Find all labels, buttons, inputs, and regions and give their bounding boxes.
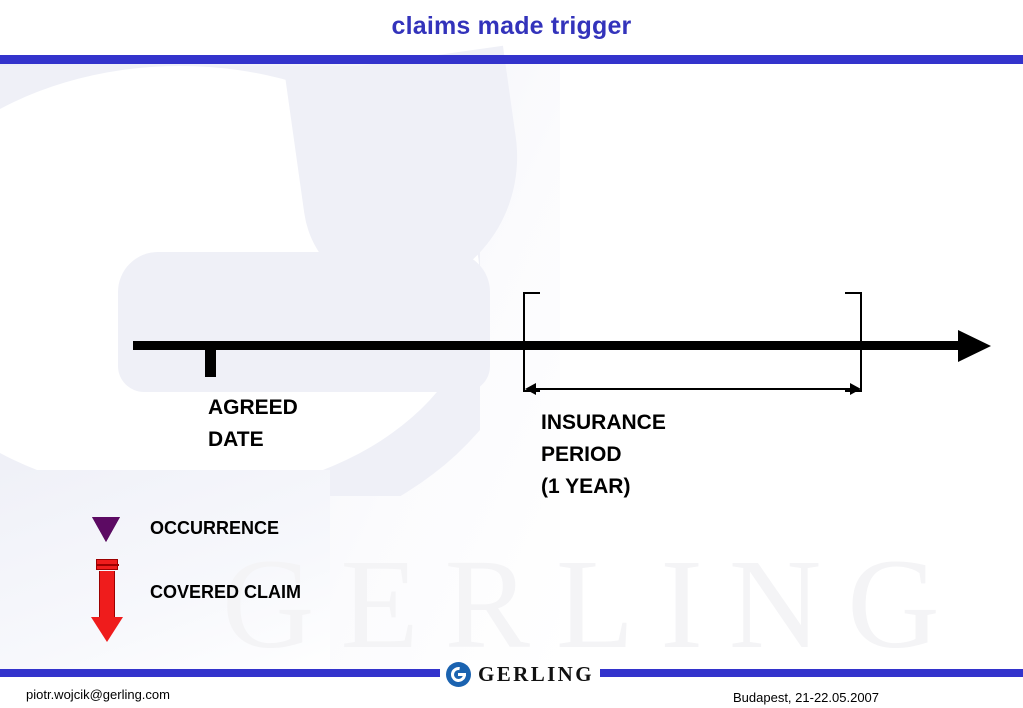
insurance-period-label: INSURANCE PERIOD (1 YEAR)	[541, 411, 666, 498]
footer-place-date: Budapest, 21-22.05.2007	[733, 690, 880, 705]
gerling-logo-text: GERLING	[478, 662, 594, 686]
gerling-swoosh-icon	[446, 662, 471, 687]
legend-label-occurrence: OCCURRENCE	[150, 518, 280, 538]
span-arrow-right-icon	[850, 383, 861, 395]
background-g-arm	[118, 252, 490, 392]
insurance-period-span-line	[534, 388, 857, 390]
agreed-date-tick	[205, 345, 216, 377]
span-arrow-left-icon	[525, 383, 536, 395]
background-g-tail	[285, 45, 535, 305]
gerling-watermark: GERLING	[222, 533, 966, 675]
footer-email: piotr.wojcik@gerling.com	[26, 687, 170, 702]
insurance-period-bracket-right	[845, 292, 862, 392]
gerling-logo: GERLING	[440, 660, 600, 689]
header-divider	[0, 55, 1023, 64]
claim-arrow-head	[91, 617, 123, 642]
claim-arrow-cap-line	[97, 564, 119, 566]
page-title: claims made trigger	[391, 12, 632, 40]
occurrence-triangle-icon	[92, 517, 120, 542]
legend-label-covered-claim: COVERED CLAIM	[150, 582, 302, 602]
claim-arrow-cap	[96, 559, 119, 570]
claim-arrow-shaft	[99, 571, 115, 618]
background-bottom-wash	[0, 470, 330, 676]
timeline-arrow-icon	[958, 330, 991, 362]
insurance-period-bracket-left	[523, 292, 540, 392]
timeline-axis	[133, 341, 963, 350]
agreed-date-label: AGREED DATE	[208, 396, 298, 451]
